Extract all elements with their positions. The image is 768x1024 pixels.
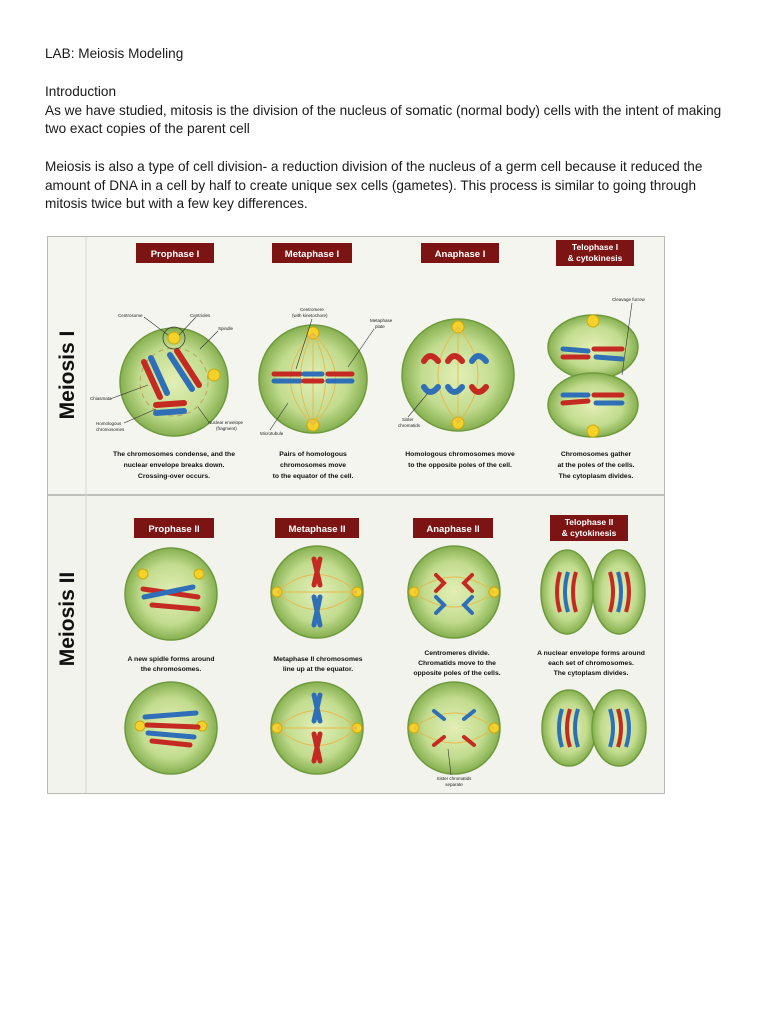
header-metaphase-2-text: Metaphase II: [288, 524, 345, 535]
header-prophase-1: Prophase I: [136, 243, 214, 263]
caption-telophase-1: Chromosomes gather at the poles of the c…: [557, 451, 634, 480]
centrosome-icon: [586, 424, 600, 438]
diagram-caption-line: Crossing-over occurs.: [138, 473, 210, 480]
caption-prophase-2: A new spidle forms around the chromosome…: [128, 656, 215, 673]
cell-prophase-1: [119, 326, 229, 437]
diagram-caption-line: to the equator of the cell.: [273, 473, 354, 480]
annotation-separate: separate: [445, 782, 463, 787]
meiosis2-side-label: Meiosis II: [56, 572, 79, 667]
diagram-caption-line: chromosomes move: [280, 462, 346, 469]
centrosome-icon: [137, 568, 149, 580]
cell-telophase-2-top: [540, 549, 646, 635]
diagram-caption-line: The cytoplasm divides.: [559, 473, 634, 480]
diagram-caption-line: Pairs of homologous: [279, 451, 347, 458]
meiosis-diagram-figure: Meiosis I Meiosis II Prophase I Metaphas…: [47, 236, 665, 794]
caption-prophase-1: The chromosomes condense, and the nuclea…: [113, 451, 235, 480]
annotation-nuclear-envelope: Nuclear envelope: [208, 420, 244, 425]
metaphase-1-annotations: Centromere (with kinetochore) Metaphase …: [260, 307, 393, 436]
diagram-caption-line: The cytoplasm divides.: [554, 670, 629, 677]
caption-metaphase-2: Metaphase II chromosomes line up at the …: [273, 656, 362, 673]
header-prophase-1-text: Prophase I: [151, 249, 200, 260]
centrosome-icon: [167, 331, 181, 345]
cell-anaphase-2-top: [407, 545, 501, 639]
diagram-caption-line: at the poles of the cells.: [557, 462, 634, 469]
caption-metaphase-1: Pairs of homologous chromosomes move to …: [273, 451, 354, 480]
annotation-metaphase-plate: Metaphase: [370, 318, 393, 323]
annotation-centrioles: Centrioles: [190, 313, 211, 318]
annotation-cleavage: Cleavage furrow: [612, 297, 646, 302]
annotation-homologous: Homologous: [96, 421, 122, 426]
diagram-caption-line: A nuclear envelope forms around: [537, 650, 645, 657]
diagram-caption-line: Homologous chromosomes move: [405, 451, 515, 458]
cell-anaphase-1: [401, 318, 515, 432]
header-prophase-2: Prophase II: [134, 518, 214, 538]
annotation-chiasmata: Chiasmata: [90, 396, 112, 401]
cell-telophase-2-bottom: [541, 689, 647, 767]
annotation-sister-2: chromatids: [398, 423, 421, 428]
diagram-caption-line: nuclear envelope breaks down.: [124, 462, 225, 469]
header-prophase-2-text: Prophase II: [148, 524, 199, 535]
annotation-nuclear-envelope-2: (fragment): [216, 426, 237, 431]
diagram-caption-line: to the opposite poles of the cell.: [408, 462, 512, 469]
header-anaphase-1: Anaphase I: [421, 243, 499, 263]
header-metaphase-1: Metaphase I: [272, 243, 352, 263]
introduction-heading: Introduction: [45, 84, 117, 99]
prophase-1-annotations: Centrosome Centrioles Spindle Chiasmata …: [90, 313, 244, 432]
diagram-caption-line: opposite poles of the cells.: [413, 670, 500, 677]
caption-telophase-2: A nuclear envelope forms around each set…: [537, 650, 645, 677]
annotation-spindle: Spindle: [218, 326, 234, 331]
header-telophase-2: Telophase II & cytokinesis: [550, 515, 628, 541]
header-metaphase-1-text: Metaphase I: [285, 249, 339, 260]
diagram-caption-line: Centromeres divide.: [424, 650, 489, 657]
header-metaphase-2: Metaphase II: [275, 518, 359, 538]
diagram-caption-line: Chromosomes gather: [561, 451, 632, 458]
header-telophase-1: Telophase I & cytokinesis: [556, 240, 634, 266]
introduction-paragraph: As we have studied, mitosis is the divis…: [45, 102, 722, 137]
header-telophase-1-text: Telophase I: [572, 242, 618, 252]
annotation-centrosome: Centrosome: [118, 313, 143, 318]
anaphase-1-annotations: Sister chromatids: [398, 392, 429, 428]
centrosome-icon: [207, 368, 221, 382]
diagram-caption-line: Metaphase II chromosomes: [273, 656, 362, 663]
cell-anaphase-2-bottom: [407, 681, 501, 775]
caption-anaphase-2: Centromeres divide. Chromatids move to t…: [413, 650, 500, 677]
annotation-sister-chromatids: Sister chromatids: [437, 776, 473, 781]
diagram-caption-line: The chromosomes condense, and the: [113, 451, 235, 458]
header-telophase-2-text: Telophase II: [565, 517, 614, 527]
meiosis1-side-label: Meiosis I: [56, 331, 79, 420]
anaphase-2-annotations: Sister chromatids separate: [437, 748, 473, 787]
annotation-metaphase-plate-2: plate: [375, 324, 385, 329]
annotation-sister: Sister: [402, 417, 414, 422]
header-anaphase-1-text: Anaphase I: [435, 249, 486, 260]
cell-metaphase-1: [258, 324, 368, 434]
centrosome-icon: [134, 720, 146, 732]
document-title: LAB: Meiosis Modeling: [45, 46, 184, 61]
centrosome-icon: [193, 568, 205, 580]
diagram-caption-line: each set of chromosomes.: [548, 660, 634, 667]
header-telophase-2-text2: & cytokinesis: [562, 528, 617, 538]
diagram-caption-line: A new spidle forms around: [128, 656, 215, 663]
header-anaphase-2-text: Anaphase II: [426, 524, 479, 535]
cell-prophase-2-bottom: [124, 681, 218, 775]
cell-prophase-2-top: [124, 547, 218, 641]
annotation-centromere-2: (with kinetochore): [292, 313, 328, 318]
header-anaphase-2: Anaphase II: [413, 518, 493, 538]
telophase-1-annotations: Cleavage furrow: [612, 297, 646, 376]
introduction-section: Introduction As we have studied, mitosis…: [45, 83, 725, 139]
cell-telophase-1: [547, 314, 639, 438]
meiosis-paragraph: Meiosis is also a type of cell division-…: [45, 159, 703, 212]
annotation-centromere: Centromere: [300, 307, 324, 312]
cell-metaphase-2-bottom: [270, 681, 364, 775]
annotation-microtubule: Microtubule: [260, 431, 284, 436]
caption-anaphase-1: Homologous chromosomes move to the oppos…: [405, 451, 515, 469]
diagram-caption-line: Chromatids move to the: [418, 660, 496, 667]
annotation-homologous-2: chromosomes: [96, 427, 125, 432]
header-telophase-1-text2: & cytokinesis: [568, 253, 623, 263]
diagram-caption-line: line up at the equator.: [283, 666, 353, 673]
diagram-caption-line: the chromosomes.: [141, 666, 202, 673]
centrosome-icon: [586, 314, 600, 328]
cell-metaphase-2-top: [270, 545, 364, 639]
